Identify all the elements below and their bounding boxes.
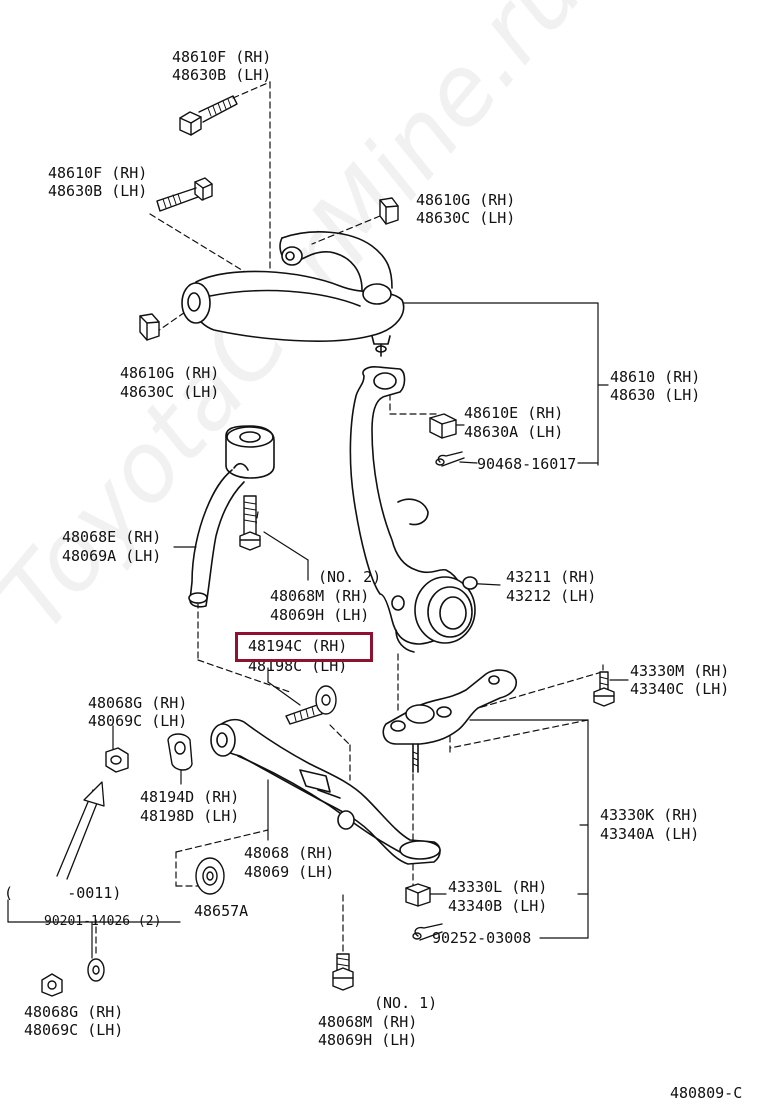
steering-knuckle-icon	[349, 366, 478, 653]
nut-upper-left-rh-label: 48610G (RH)	[120, 364, 220, 382]
diagram-code-label: 480809-C	[670, 1084, 743, 1102]
bolt-upper-top-rh-label: 48610F (RH)	[172, 48, 272, 66]
serial-range-label: ( -0011)	[4, 884, 122, 902]
bolt-no2-number-label: (NO. 2)	[318, 568, 382, 586]
lower-arm-nut-icon-2	[41, 973, 63, 997]
bolt-no2-lh-label: 48069H (LH)	[270, 606, 370, 624]
washer-part-label: 90201-14026 (2)	[44, 914, 162, 929]
lower-arm-nut-icon-1	[105, 747, 129, 773]
lower-arm-rh-label: 48068 (RH)	[244, 844, 335, 862]
bushing-icon	[195, 857, 225, 895]
bolt-no2-rh-label: 48068M (RH)	[270, 587, 370, 605]
ball-joint-rh-label: 43330K (RH)	[600, 806, 700, 824]
upper-nut-rh-label: 48610E (RH)	[464, 404, 564, 422]
highlighted-part-box	[235, 632, 373, 662]
upper-control-arm-icon	[181, 231, 405, 357]
bolt-no1-rh-label: 48068M (RH)	[318, 1013, 418, 1031]
solid-leaders	[7, 302, 629, 959]
bolt-no1-lh-label: 48069H (LH)	[318, 1031, 418, 1049]
upper-nut-lh-label: 48630A (LH)	[464, 423, 564, 441]
ball-bolt-rh-label: 43330M (RH)	[630, 662, 730, 680]
ball-nut-rh-label: 43330L (RH)	[448, 878, 548, 896]
bolt-upper-left-rh-label: 48610F (RH)	[48, 164, 148, 182]
knuckle-lh-label: 43212 (LH)	[506, 587, 597, 605]
cam-plate-icon	[167, 733, 193, 771]
bolt-upper-left-lh-label: 48630B (LH)	[48, 182, 148, 200]
upper-arm-bolt-icon-1	[179, 95, 238, 136]
upper-arm-nut-icon-1	[379, 197, 399, 225]
ball-bolt-lh-label: 43340C (LH)	[630, 680, 730, 698]
washer-icon	[87, 958, 105, 982]
nut-upper-right-rh-label: 48610G (RH)	[416, 191, 516, 209]
highlighted-part-label[interactable]: 48194C (RH)	[248, 637, 348, 655]
adjusting-cam-bolt-icon	[285, 685, 337, 725]
cotter-upper-label: 90468-16017	[477, 455, 577, 473]
castle-nut-icon-1	[429, 413, 457, 439]
strut-rod-rh-label: 48068E (RH)	[62, 528, 162, 546]
cotter-pin-icon-2	[412, 923, 443, 941]
strut-rod-lh-label: 48069A (LH)	[62, 547, 162, 565]
ball-joint-lh-label: 43340A (LH)	[600, 825, 700, 843]
upper-arm-nut-icon-2	[139, 313, 160, 341]
cotter-lower-label: 90252-03008	[432, 929, 532, 947]
nut-lower-b-lh-label: 48069C (LH)	[24, 1021, 124, 1039]
nut-upper-right-lh-label: 48630C (LH)	[416, 209, 516, 227]
bushing-label: 48657A	[194, 902, 249, 920]
arrow-icon	[56, 781, 105, 880]
lower-control-arm-icon	[210, 718, 441, 865]
ball-nut-lh-label: 43340B (LH)	[448, 897, 548, 915]
upper-arm-bolt-icon-2	[156, 177, 213, 212]
cam-plate-lh-label: 48198D (LH)	[140, 807, 240, 825]
ball-joint-bolt-icon	[593, 671, 615, 707]
bolt-upper-top-lh-label: 48630B (LH)	[172, 66, 272, 84]
castle-nut-icon-2	[405, 883, 431, 907]
bolt-no1-number-label: (NO. 1)	[374, 994, 438, 1012]
strut-rod-icon	[188, 425, 275, 608]
cotter-pin-icon-1	[435, 451, 465, 467]
nut-lower-a-rh-label: 48068G (RH)	[88, 694, 188, 712]
lower-arm-lh-label: 48069 (LH)	[244, 863, 335, 881]
nut-upper-left-lh-label: 48630C (LH)	[120, 383, 220, 401]
ball-joint-icon	[382, 669, 518, 773]
upper-arm-rh-label: 48610 (RH)	[610, 368, 701, 386]
bolt-no2-icon	[239, 495, 261, 551]
nut-lower-b-rh-label: 48068G (RH)	[24, 1003, 124, 1021]
bolt-no1-icon	[332, 953, 354, 991]
upper-arm-lh-label: 48630 (LH)	[610, 386, 701, 404]
cam-plate-rh-label: 48194D (RH)	[140, 788, 240, 806]
knuckle-rh-label: 43211 (RH)	[506, 568, 597, 586]
nut-lower-a-lh-label: 48069C (LH)	[88, 712, 188, 730]
